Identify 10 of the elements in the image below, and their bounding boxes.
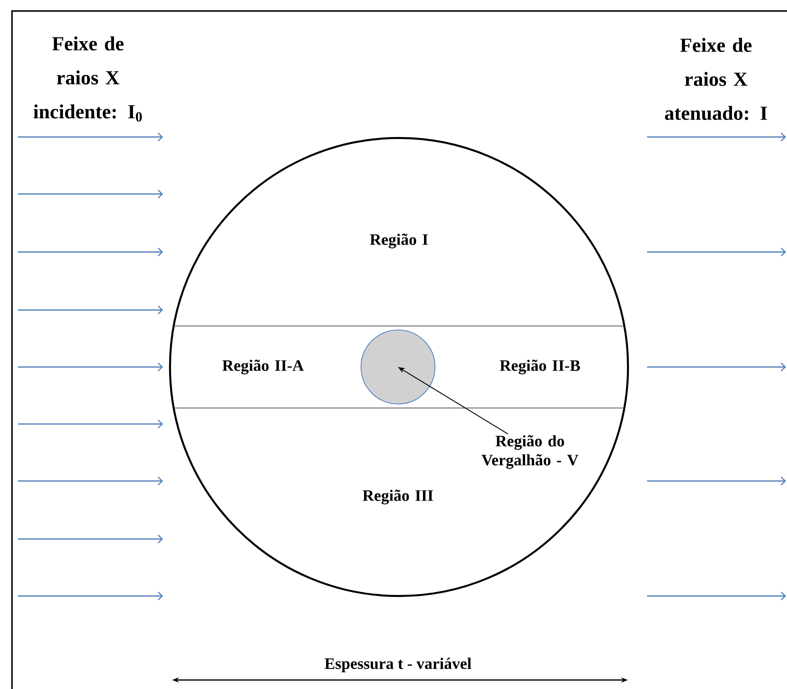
dimension-label: Espessura t - variável xyxy=(324,658,472,672)
region-label: Região I xyxy=(370,234,428,248)
region-label: Região do Vergalhão - V xyxy=(482,435,578,469)
beam-heading: Feixe de raios X atenuado: I xyxy=(664,38,767,120)
beam-heading: Feixe de raios X incidente: I$_{0}$ xyxy=(34,36,142,122)
cross-section-circle xyxy=(169,137,629,597)
region-label: Região III xyxy=(362,490,434,504)
region-label: Região II-A xyxy=(222,360,304,374)
region-label: Região II-B xyxy=(500,360,580,374)
rod-circle xyxy=(360,330,436,404)
